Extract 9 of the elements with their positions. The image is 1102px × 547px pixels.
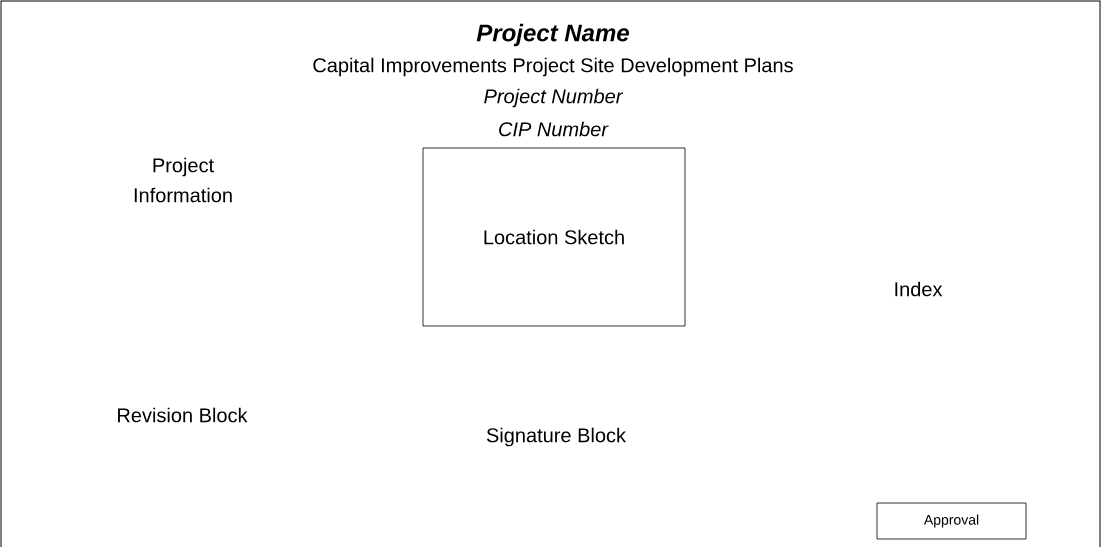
title: Project Name <box>476 23 629 47</box>
section-label: Project Information <box>134 157 232 203</box>
subtitle: Capital Improvements Project Site Development Plans <box>313 57 793 77</box>
section-label: Signature Block <box>486 427 627 447</box>
section-label: Index <box>895 281 943 297</box>
project-number: Project Number <box>484 88 624 108</box>
approval-box: Approval <box>876 502 1027 540</box>
section-label: Revision Block <box>118 407 248 423</box>
sketch-box: Location Sketch <box>422 147 686 327</box>
